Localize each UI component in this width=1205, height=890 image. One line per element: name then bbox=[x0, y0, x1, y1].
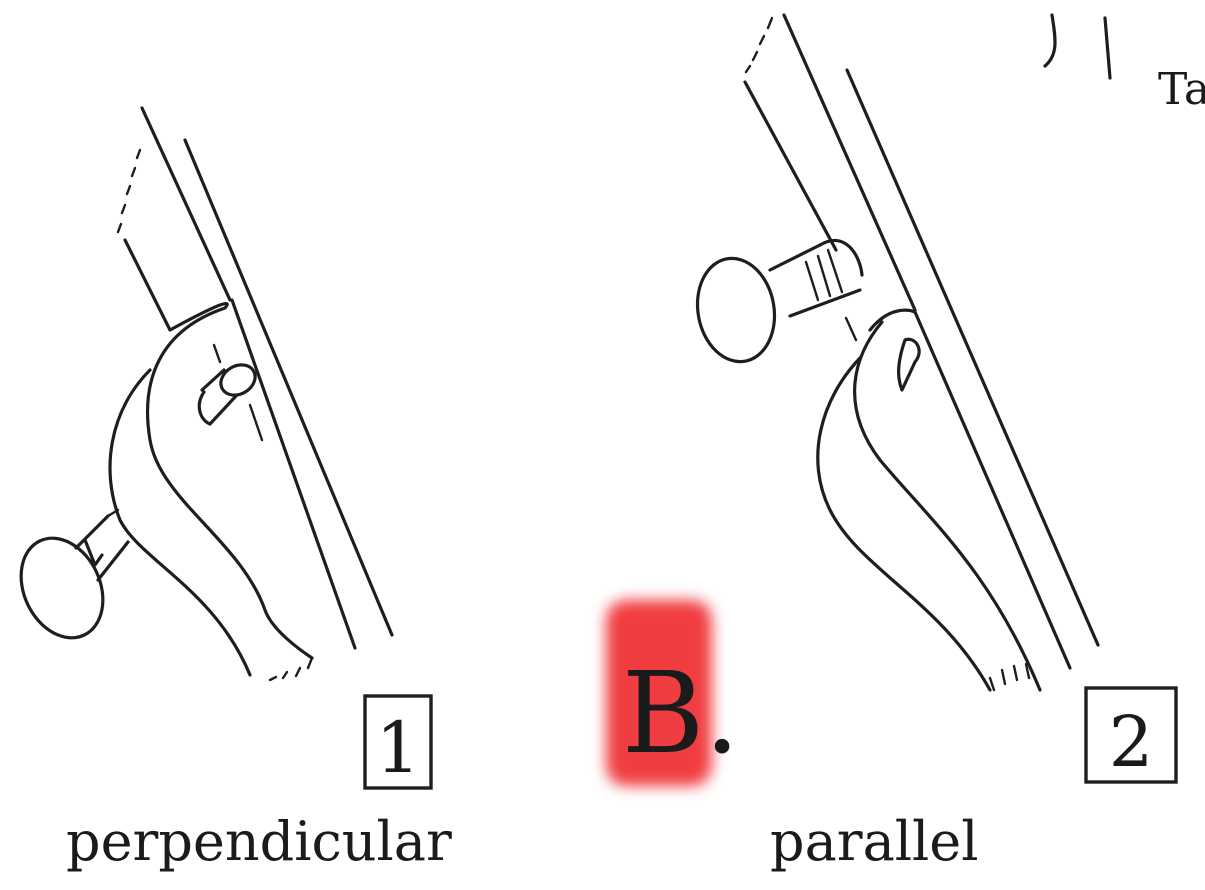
bottom-ticks-1 bbox=[270, 658, 312, 680]
big-peg-2 bbox=[690, 240, 862, 367]
section-label-group: B. bbox=[606, 600, 740, 786]
rail-line-middle bbox=[142, 108, 230, 300]
bottom-ticks-2 bbox=[990, 664, 1029, 690]
rail-line-left-2 bbox=[745, 82, 836, 250]
number-box-2: 2 bbox=[1086, 688, 1176, 783]
section-label: B. bbox=[622, 649, 740, 779]
pegbox-outline-left-2 bbox=[818, 358, 990, 690]
panel-1-number: 1 bbox=[376, 707, 421, 789]
rail-line-left bbox=[125, 240, 170, 330]
panel-1-caption: perpendicular bbox=[66, 810, 452, 873]
top-right-line bbox=[1105, 18, 1110, 78]
number-box-1: 1 bbox=[365, 696, 431, 789]
panel-2-number: 2 bbox=[1109, 701, 1154, 783]
dash-marks-top-2 bbox=[746, 18, 772, 72]
rail-line-outer bbox=[185, 140, 392, 635]
pegbox-body bbox=[148, 303, 312, 658]
rail-line-inner bbox=[232, 300, 355, 648]
pegbox-body-2 bbox=[855, 322, 1040, 690]
big-peg-1 bbox=[6, 510, 128, 651]
top-right-text: Ta bbox=[1158, 64, 1205, 115]
panel-1-drawing bbox=[6, 108, 392, 680]
dash-marks-top bbox=[118, 150, 140, 232]
rail-line-outer-2 bbox=[847, 70, 1098, 645]
rail-line-inner-2 bbox=[915, 312, 1070, 668]
small-peg-2 bbox=[899, 339, 920, 390]
top-right-fragment: Ta bbox=[1045, 15, 1205, 115]
panel-2-drawing bbox=[690, 15, 1098, 690]
rail-line-middle-2 bbox=[784, 15, 915, 310]
top-right-curve bbox=[1045, 15, 1055, 66]
pegbox-outline-left bbox=[110, 370, 250, 675]
panel-2-caption: parallel bbox=[770, 810, 979, 873]
